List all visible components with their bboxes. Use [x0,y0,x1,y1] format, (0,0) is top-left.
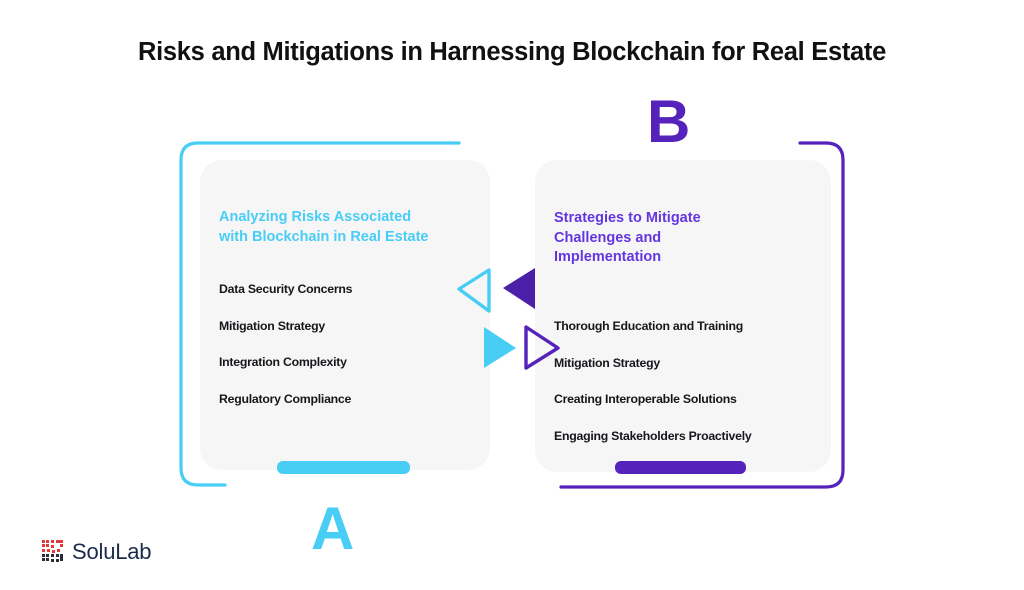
list-item: Regulatory Compliance [219,391,352,406]
list-item: Engaging Stakeholders Proactively [554,428,752,443]
solulab-qr-mark-icon [42,540,63,562]
card-strategies[interactable]: Strategies to Mitigate Challenges and Im… [535,160,831,472]
card-risks[interactable]: Analyzing Risks Associated with Blockcha… [200,160,490,470]
arrow-right-cyan-filled-icon [484,327,516,368]
marker-letter-b: B [647,88,691,155]
card-strategies-heading: Strategies to Mitigate Challenges and Im… [554,210,701,265]
arrow-right-purple-outline-icon [524,325,560,370]
accent-bar-left [277,461,410,474]
arrow-left-purple-filled-icon [503,268,535,309]
list-item: Mitigation Strategy [219,318,325,333]
arrow-cluster [450,255,575,380]
list-item: Thorough Education and Training [554,319,743,333]
card-risks-heading: Analyzing Risks Associated with Blockcha… [219,209,429,245]
accent-bar-right [615,461,746,474]
marker-letter-a: A [311,495,355,562]
solulab-logo-text: SoluLab [72,539,152,564]
solulab-logo[interactable]: SoluLab [42,539,152,565]
list-item: Data Security Concerns [219,282,353,296]
list-item: Integration Complexity [219,355,347,369]
list-item: Creating Interoperable Solutions [554,392,737,406]
page-title: Risks and Mitigations in Harnessing Bloc… [137,38,886,66]
card-strategies-list: Thorough Education and Training Mitigati… [554,319,752,465]
list-item: Mitigation Strategy [554,355,660,370]
arrow-left-cyan-outline-icon [457,268,491,313]
card-risks-list: Data Security Concerns Mitigation Strate… [219,282,352,428]
